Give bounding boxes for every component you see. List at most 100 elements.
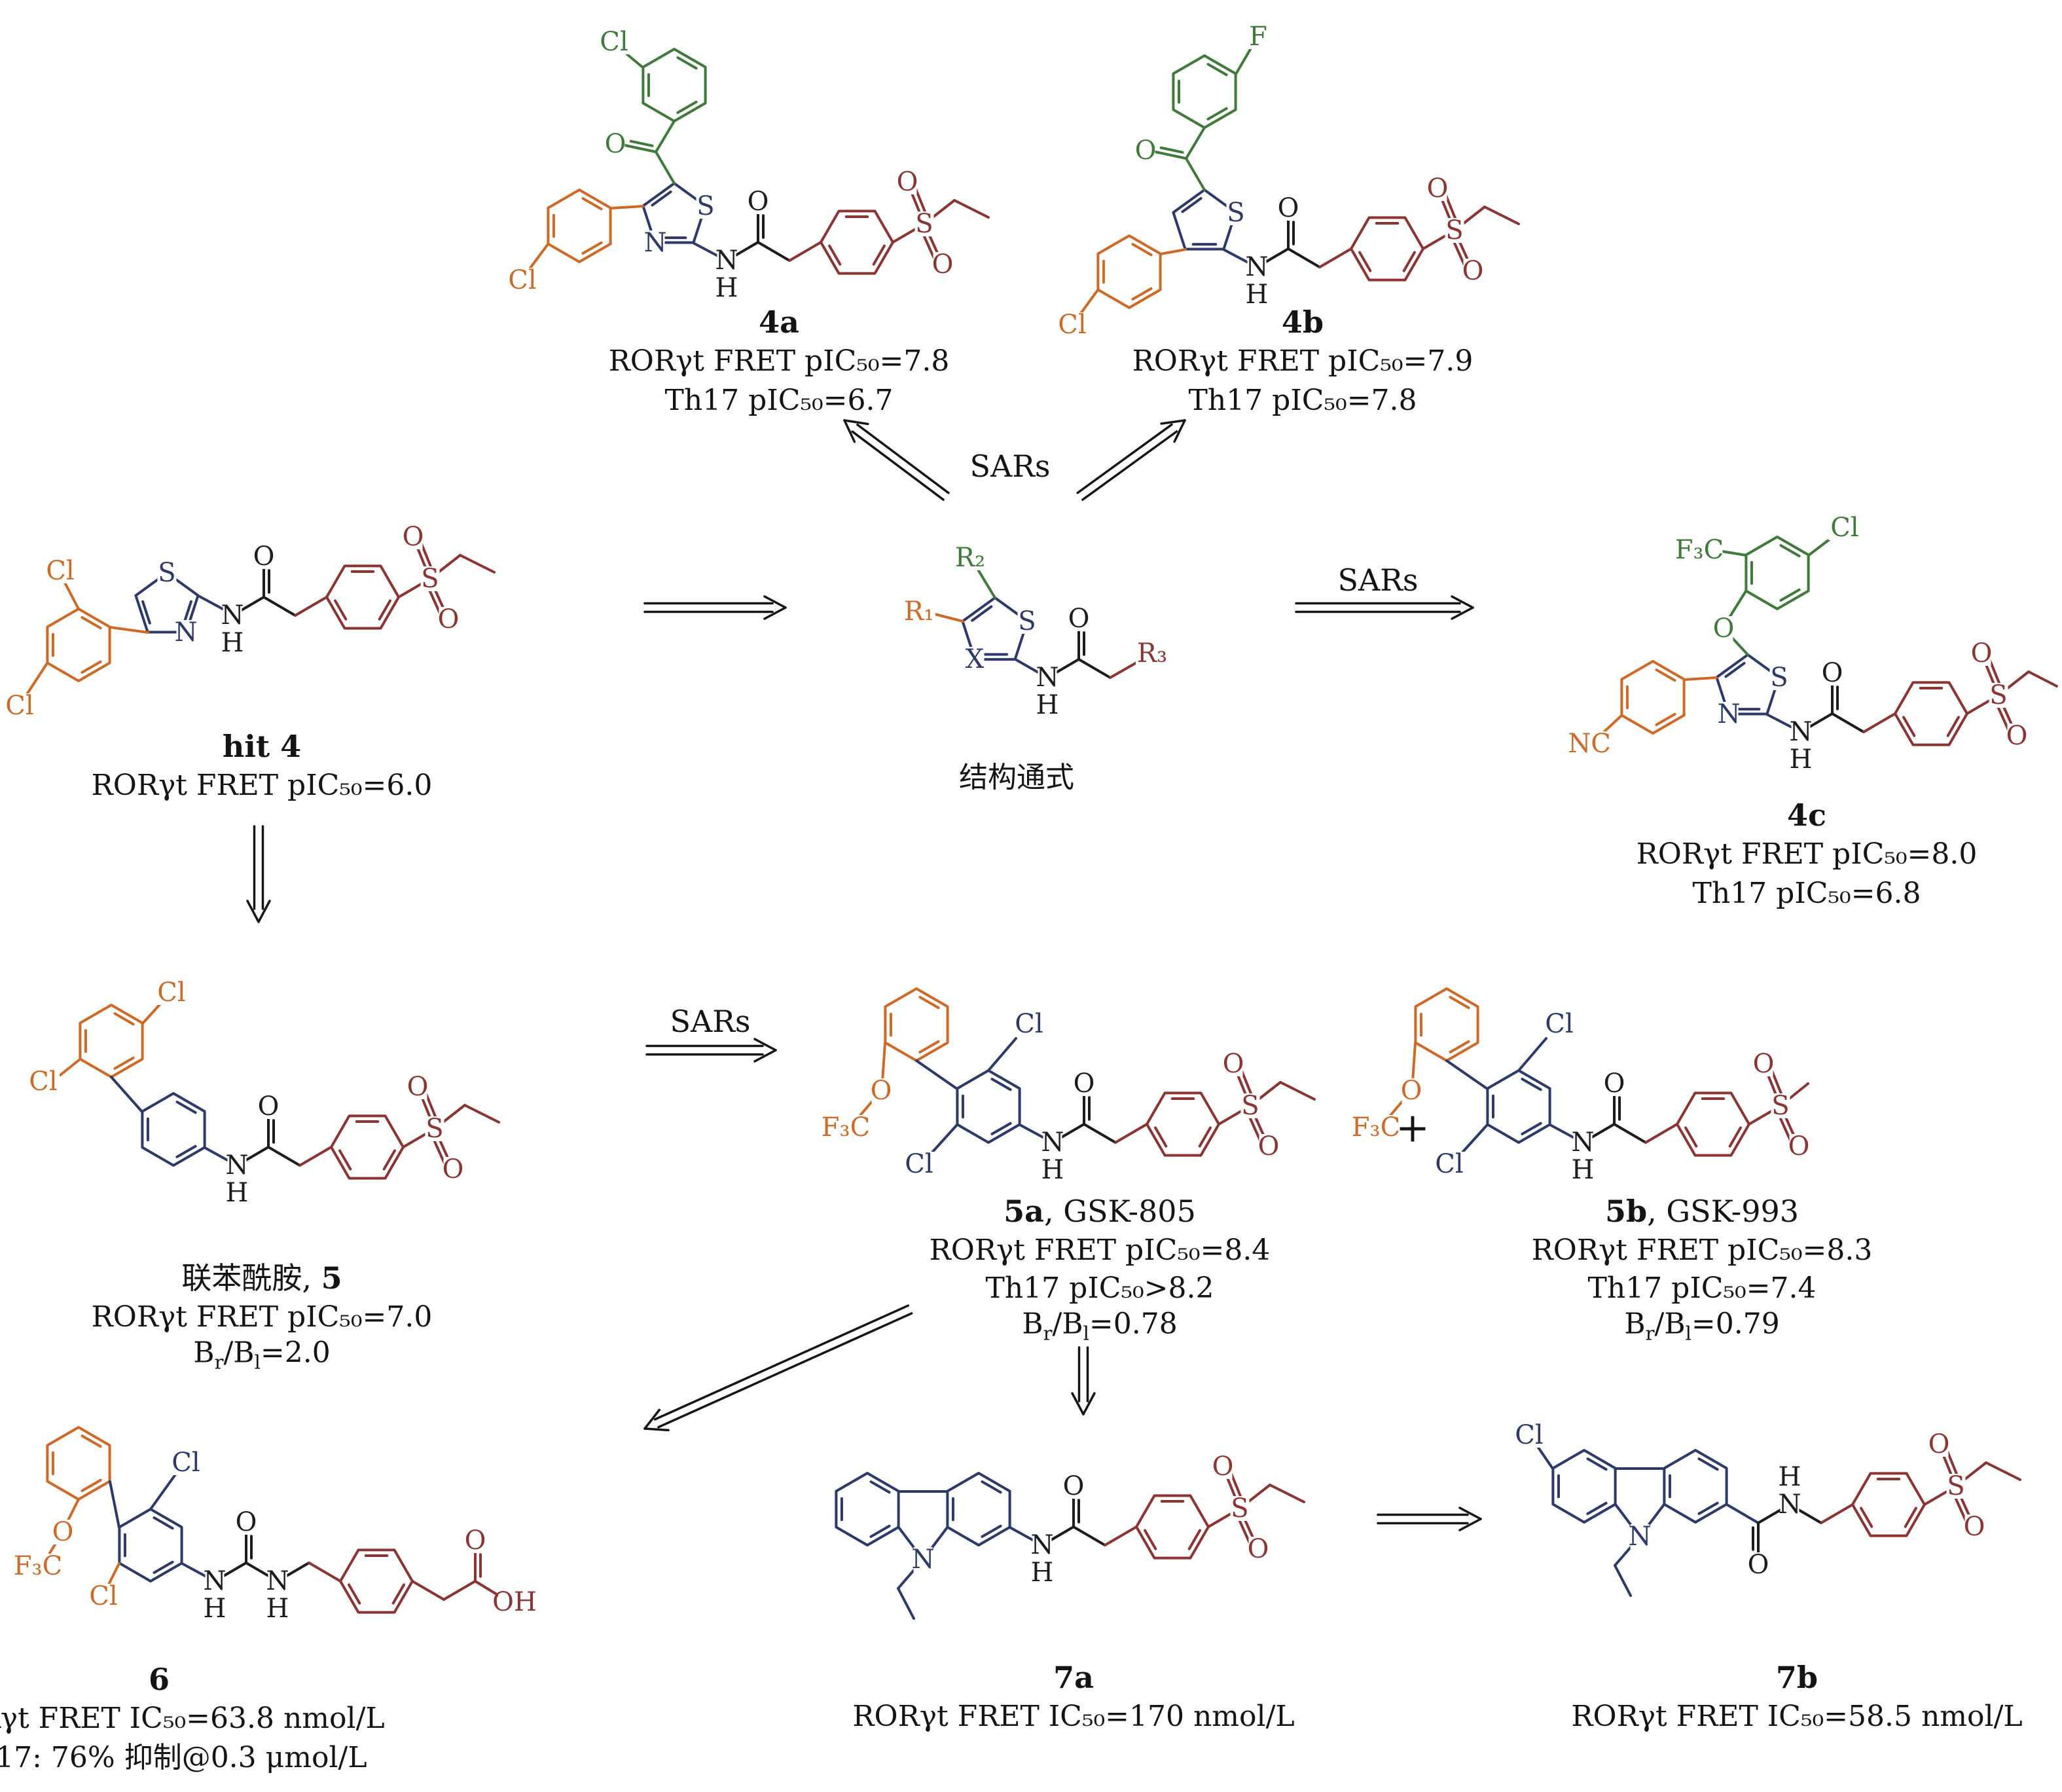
atom-label-o: O — [897, 167, 918, 197]
double-arrow — [1295, 595, 1474, 620]
double-bond-inner — [1902, 716, 1916, 737]
atom-label-n: N — [1790, 717, 1813, 747]
atom-label-o: O — [1063, 1471, 1085, 1501]
atom-label-r₃: R₃ — [1137, 638, 1167, 668]
atom-label-bg — [1032, 1533, 1052, 1558]
atom-label-h: H — [1572, 1155, 1595, 1185]
atom-label-bg — [606, 132, 625, 156]
double-bond-inner — [918, 1040, 940, 1053]
bond — [141, 1000, 164, 1025]
caption-6-line1: RORγt FRET IC₅₀=63.8 nmol/L — [0, 1702, 385, 1735]
atom-label-bg — [748, 189, 768, 214]
bond — [1287, 247, 1321, 268]
caption-4c-line1: RORγt FRET pIC₅₀=8.0 — [1636, 837, 1978, 871]
ring — [1676, 1091, 1750, 1157]
double-bond-inner — [1995, 702, 2011, 733]
atom-label-bg — [914, 211, 934, 236]
ring — [884, 987, 949, 1062]
atom-label-bg — [87, 1584, 120, 1609]
bond — [1072, 1526, 1106, 1546]
compound-id-6: 6 — [148, 1662, 170, 1697]
caption-4a-line2: Th17 pIC₅₀=6.7 — [664, 384, 894, 417]
atom-label-bg — [1247, 255, 1267, 280]
arrow-head — [1082, 1392, 1096, 1416]
atom-label-s: S — [1231, 1493, 1248, 1524]
atom-label-o: O — [258, 1091, 280, 1122]
ring — [46, 608, 111, 682]
arrow-head — [643, 1427, 670, 1432]
bond — [294, 596, 328, 617]
ring — [1414, 987, 1479, 1062]
double-bond-inner — [1181, 196, 1203, 213]
atom-label-bg — [954, 545, 986, 570]
bond — [1614, 1564, 1632, 1597]
atom-label-bg — [1828, 515, 1861, 540]
atom-label-o: O — [1753, 1049, 1775, 1079]
bond — [1536, 1444, 1554, 1470]
caption-5b-name: 5b, GSK-993 — [1605, 1196, 1799, 1226]
double-arrow — [643, 1304, 913, 1432]
bond — [1461, 1124, 1489, 1154]
atom-label-n: N — [1041, 1127, 1064, 1158]
atom-label-cl: Cl — [1435, 1149, 1463, 1179]
bond — [933, 613, 964, 623]
ring — [79, 1004, 144, 1078]
caption-4a-name: 4a — [759, 307, 799, 337]
atom-label-cl: Cl — [600, 27, 628, 57]
atom-label-nc: NC — [1568, 729, 1611, 759]
atom-label-bg — [1929, 1432, 1949, 1457]
caption-6-name: 6 — [149, 1664, 170, 1694]
ring — [1486, 1069, 1551, 1144]
atom-label-cl: Cl — [157, 978, 185, 1008]
double-bond-inner — [869, 1480, 891, 1494]
atom-label-bg — [425, 1116, 444, 1141]
atom-label-h: H — [1790, 744, 1813, 775]
atom-label-n: N — [912, 1545, 935, 1575]
atom-label-bg — [1789, 1134, 1809, 1159]
atom-label-x: X — [966, 644, 985, 674]
double-arrow — [1071, 1346, 1096, 1416]
atom-label-bg — [170, 1450, 202, 1475]
atom-label-bg — [1513, 1423, 1546, 1448]
caption-4b-name: 4b — [1282, 307, 1324, 337]
ring — [956, 1069, 1021, 1144]
atom-label-bg — [506, 268, 539, 293]
bond — [109, 1480, 120, 1529]
bond — [1159, 248, 1187, 255]
caption-5a-line2: Th17 pIC₅₀>8.2 — [985, 1271, 1214, 1305]
atom-label-o: O — [1604, 1069, 1625, 1099]
double-arrow — [1377, 1507, 1482, 1531]
atom-label-bg — [717, 248, 736, 273]
atom-label-bg — [1043, 1130, 1062, 1155]
double-bond-inner — [141, 600, 151, 625]
arrow-shaft — [653, 1304, 910, 1421]
double-bond-inner — [175, 1144, 197, 1158]
atom-label-bg — [1032, 1560, 1052, 1585]
atom-label-o: O — [1713, 613, 1735, 644]
double-bond-inner — [1131, 243, 1153, 257]
double-bond-inner — [920, 230, 937, 262]
double-bond-inner — [981, 1524, 1002, 1538]
bond — [443, 1580, 477, 1601]
atom-label-bg — [1972, 641, 1991, 666]
atom-label-bg — [1056, 312, 1089, 337]
double-bond-inner — [971, 605, 993, 622]
compound-5a-alt-name: , GSK-805 — [1043, 1194, 1196, 1229]
atom-label-h: H — [204, 1594, 226, 1624]
double-bond-inner — [629, 139, 654, 147]
bond — [149, 1473, 177, 1510]
arrow-head — [246, 900, 260, 923]
double-bond-inner — [981, 1480, 1002, 1494]
double-arrow — [1076, 419, 1186, 502]
atom-label-bg — [1543, 1012, 1576, 1036]
bond — [1411, 1042, 1417, 1083]
atom-label-bg — [1230, 1496, 1250, 1521]
atom-label-bg — [1719, 702, 1739, 727]
atom-label-bg — [1074, 1071, 1094, 1096]
bond — [931, 1124, 958, 1154]
arrow-head — [1160, 419, 1186, 425]
compound-id-5a: 5a — [1004, 1194, 1044, 1229]
caption-hit4-name: hit 4 — [223, 731, 301, 761]
